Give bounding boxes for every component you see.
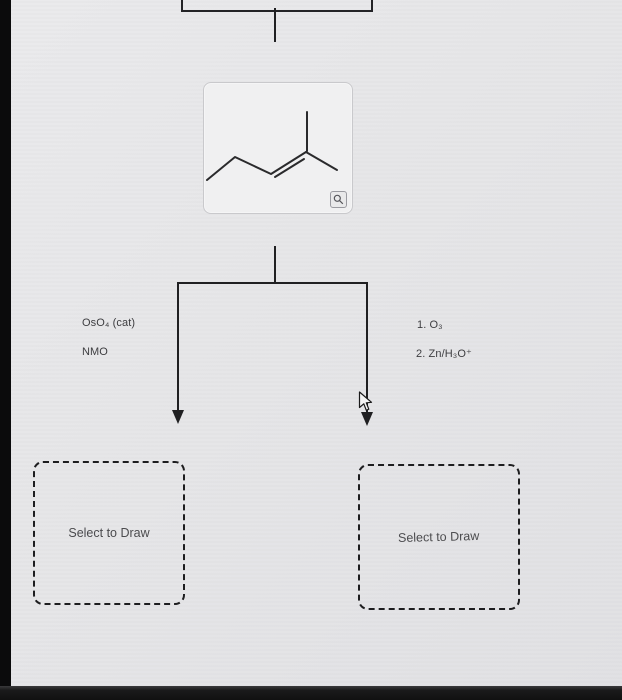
reagent-right-line1: 1. O₃ — [417, 319, 443, 331]
answer-box-left[interactable]: Select to Draw — [33, 461, 185, 605]
zoom-magnifier-button[interactable] — [330, 191, 347, 208]
bottom-bezel — [0, 686, 622, 700]
starting-material-panel — [203, 82, 353, 214]
answer-box-right[interactable]: Select to Draw — [358, 464, 520, 610]
answer-box-left-label: Select to Draw — [68, 526, 150, 540]
reagent-left-line2: NMO — [82, 346, 108, 358]
answer-box-right-label: Select to Draw — [398, 528, 480, 546]
reagent-right-line2: 2. Zn/H₃O⁺ — [416, 348, 472, 360]
top-structure-box — [181, 0, 373, 12]
magnifier-icon — [333, 194, 344, 205]
reagent-left-line1: OsO₄ (cat) — [82, 317, 136, 329]
molecule-structure — [206, 111, 338, 181]
